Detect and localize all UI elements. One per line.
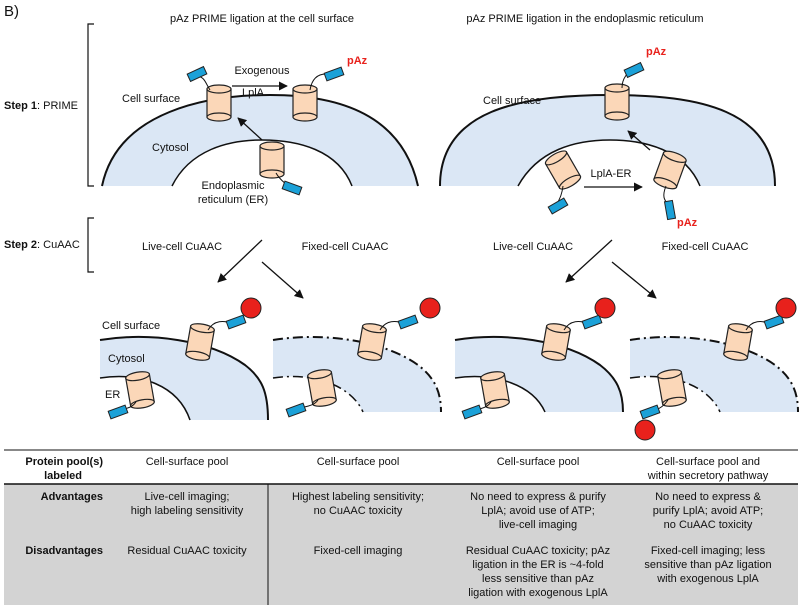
membrane-protein-icon xyxy=(206,84,232,122)
right-fixed-label: Fixed-cell CuAAC xyxy=(662,241,749,253)
step2-bracket-icon xyxy=(87,217,94,273)
table-dis-c3-2: ligation in the ER is ~4-fold xyxy=(472,559,603,571)
right-panel-title: pAz PRIME ligation in the endoplasmic re… xyxy=(466,13,703,25)
table-dis-c3-3: less sensitive than pAz xyxy=(482,573,594,585)
membrane-protein-icon xyxy=(292,84,318,122)
table-adv-c1-2: high labeling sensitivity xyxy=(131,505,244,517)
table-dis-c4-3: with exogenous LplA xyxy=(656,573,759,585)
left-live-label: Live-cell CuAAC xyxy=(142,241,222,253)
probe-sphere-icon xyxy=(634,419,656,441)
step1-label: Step 1: PRIME xyxy=(4,100,78,112)
table-pool-c3: Cell-surface pool xyxy=(497,456,580,468)
probe-sphere-icon xyxy=(594,297,616,319)
table-row-header-advantages: Advantages xyxy=(41,491,103,503)
lpla-tag-icon xyxy=(623,62,645,78)
exogenous-label-1: Exogenous xyxy=(234,65,290,77)
arrow-icon xyxy=(261,261,304,299)
panel-label: B) xyxy=(4,3,19,20)
lpla-tag-icon xyxy=(397,314,419,330)
left-er-label-2: reticulum (ER) xyxy=(198,194,268,206)
table-adv-c3-1: No need to express & purify xyxy=(470,491,606,503)
left-cell-surface-label: Cell surface xyxy=(122,93,180,105)
arrow-icon xyxy=(565,239,613,283)
table-adv-c4-3: no CuAAC toxicity xyxy=(664,519,753,531)
result-cell-surface-label: Cell surface xyxy=(102,320,160,332)
table-adv-c4-1: No need to express & xyxy=(655,491,761,503)
exogenous-label-2-visible: LplA xyxy=(242,87,265,99)
table-shaded-body xyxy=(4,484,798,605)
table-row-header-disadvantages: Disadvantages xyxy=(25,545,103,557)
left-cytosol-label: Cytosol xyxy=(152,142,189,154)
lpla-tag-icon xyxy=(663,199,677,221)
table-row-header-pools-2: labeled xyxy=(44,470,82,482)
table-dis-c4-2: sensitive than pAz ligation xyxy=(644,559,771,571)
arrow-icon xyxy=(627,130,651,151)
lpla-tag-icon xyxy=(581,314,603,330)
left-pAz-label: pAz xyxy=(347,55,368,67)
table-dis-c3-1: Residual CuAAC toxicity; pAz xyxy=(466,545,610,557)
result-er-label: ER xyxy=(105,389,120,401)
right-pAz-bottom-label: pAz xyxy=(677,217,698,229)
result-panel-4 xyxy=(629,336,799,413)
probe-sphere-icon xyxy=(419,297,441,319)
table-row-header-pools-1: Protein pool(s) xyxy=(25,456,103,468)
left-er-label-1: Endoplasmic xyxy=(202,180,265,192)
result-cytosol-label: Cytosol xyxy=(108,353,145,365)
table-dis-c3-4: ligation with exogenous LplA xyxy=(468,587,608,599)
left-fixed-label: Fixed-cell CuAAC xyxy=(302,241,389,253)
table-adv-c4-2: purify LplA; avoid ATP; xyxy=(653,505,763,517)
arrow-icon xyxy=(237,117,263,141)
lpla-tag-icon xyxy=(763,314,785,330)
left-step1-cell xyxy=(101,93,419,187)
table-pool-c2: Cell-surface pool xyxy=(317,456,400,468)
table-pool-c1: Cell-surface pool xyxy=(146,456,229,468)
table-pool-c4-1: Cell-surface pool and xyxy=(656,456,760,468)
table-adv-c3-3: live-cell imaging xyxy=(499,519,577,531)
right-pAz-top-label: pAz xyxy=(646,46,667,58)
probe-sphere-icon xyxy=(240,297,262,319)
left-panel-title: pAz PRIME ligation at the cell surface xyxy=(170,13,354,25)
table-dis-c4-1: Fixed-cell imaging; less xyxy=(651,545,766,557)
lpla-tag-icon xyxy=(225,314,247,330)
right-live-label: Live-cell CuAAC xyxy=(493,241,573,253)
step1-bracket-icon xyxy=(87,23,94,187)
lpla-tag-icon xyxy=(547,197,569,215)
table-adv-c1-1: Live-cell imaging; xyxy=(145,491,230,503)
table-pool-c4-2: within secretory pathway xyxy=(647,470,769,482)
probe-sphere-icon xyxy=(775,297,797,319)
lpla-er-label: LplA-ER xyxy=(591,168,632,180)
arrow-icon xyxy=(611,261,657,299)
right-cell-surface-label: Cell surface xyxy=(483,95,541,107)
lpla-tag-icon xyxy=(323,66,345,82)
table-adv-c2-1: Highest labeling sensitivity; xyxy=(292,491,424,503)
comparison-table xyxy=(4,449,798,605)
table-adv-c2-2: no CuAAC toxicity xyxy=(314,505,403,517)
result-panel-2 xyxy=(272,336,442,413)
result-panel-3 xyxy=(454,336,624,413)
table-adv-c3-2: LplA; avoid use of ATP; xyxy=(481,505,595,517)
table-dis-c2: Fixed-cell imaging xyxy=(314,545,403,557)
table-dis-c1: Residual CuAAC toxicity xyxy=(127,545,247,557)
membrane-protein-icon xyxy=(259,141,285,179)
membrane-protein-icon xyxy=(604,83,630,121)
arrow-icon xyxy=(217,239,263,283)
step2-label: Step 2: CuAAC xyxy=(4,239,80,251)
